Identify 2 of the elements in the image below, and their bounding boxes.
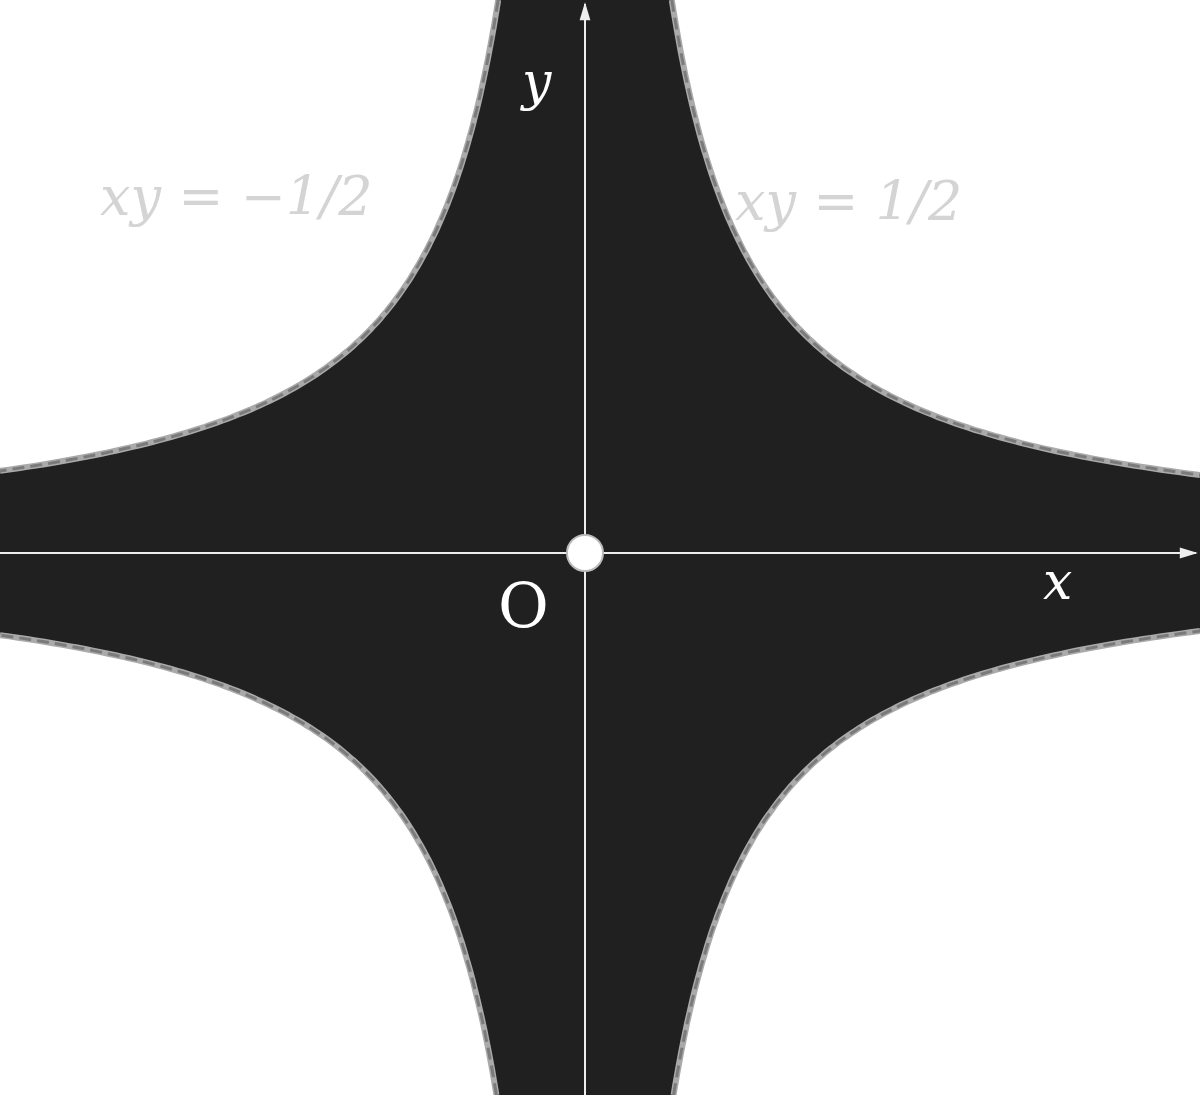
axis-label: x bbox=[1043, 555, 1073, 607]
origin-label: O bbox=[498, 575, 549, 637]
